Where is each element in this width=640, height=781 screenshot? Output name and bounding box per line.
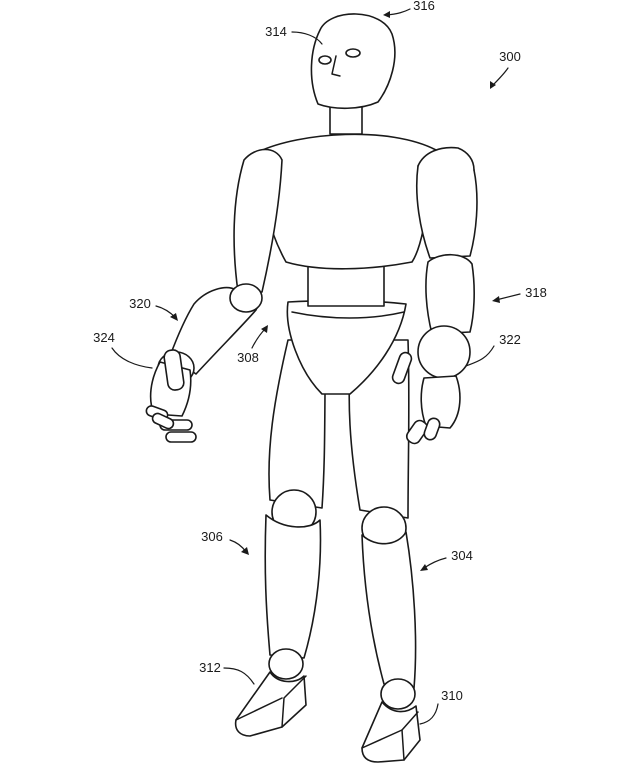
label-324: 324: [93, 330, 115, 345]
label-316: 316: [413, 0, 435, 13]
arm-320: [145, 150, 282, 443]
torso: [258, 104, 436, 269]
leg-304: [349, 340, 420, 762]
elbow-320: [230, 284, 262, 312]
label-306: 306: [201, 529, 223, 544]
forearm-318: [426, 255, 474, 334]
label-318: 318: [525, 285, 547, 300]
waist-joint: [308, 266, 384, 306]
foot-310: [362, 702, 420, 762]
wrist-318: [418, 326, 470, 378]
label-322: 322: [499, 332, 521, 347]
label-320: 320: [129, 296, 151, 311]
eye-left: [319, 56, 331, 64]
ankle-306: [269, 649, 303, 679]
head-316: [311, 14, 394, 108]
label-310: 310: [441, 688, 463, 703]
shin-304: [362, 532, 416, 688]
ankle-304: [381, 679, 415, 709]
label-304: 304: [451, 548, 473, 563]
chest: [258, 134, 436, 268]
label-314: 314: [265, 24, 287, 39]
label-300: 300: [499, 49, 521, 64]
upper-arm-320: [234, 150, 282, 293]
eye-right: [346, 49, 360, 57]
label-312: 312: [199, 660, 221, 675]
finger-324-c: [166, 432, 196, 442]
shin-306: [265, 515, 320, 658]
leg-306: [236, 340, 326, 736]
hand-322: [421, 376, 460, 428]
label-308: 308: [237, 350, 259, 365]
